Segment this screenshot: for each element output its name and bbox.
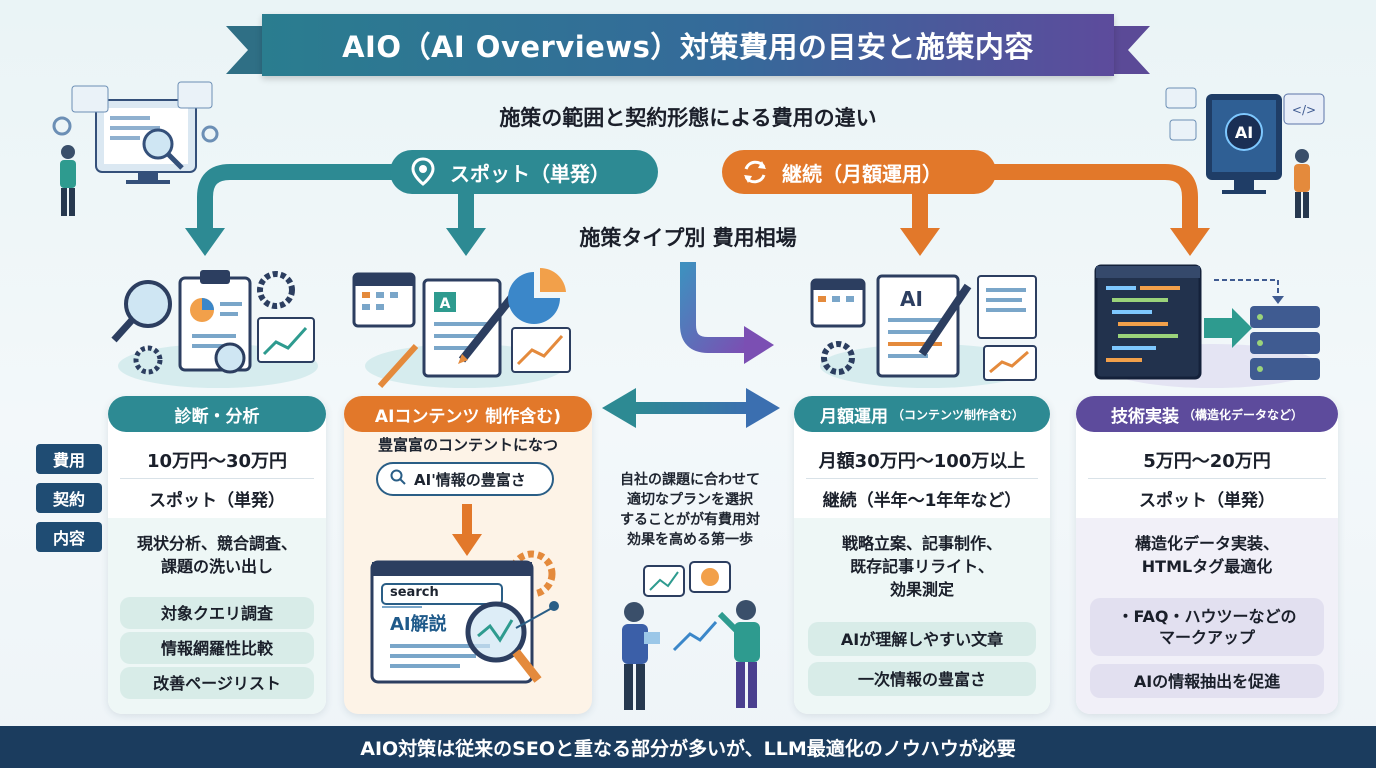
card-technical-content: 構造化データ実装、 HTMLタグ最適化 (1076, 532, 1338, 578)
card-diagnosis-content: 現状分析、競合調査、 課題の洗い出し (108, 532, 326, 578)
card-technical-content-line: HTMLタグ最適化 (1141, 557, 1273, 576)
card-technical-chip: AIの情報抽出を促進 (1090, 664, 1324, 698)
divider (120, 478, 314, 479)
diagnosis-icon (111, 270, 318, 388)
arrow-spot-down-head (446, 228, 486, 256)
content-creation-icon: A (352, 267, 571, 389)
arrow-center-bend (680, 262, 748, 353)
card-monthly-contract: 継続（半年〜1年年など） (822, 491, 1022, 511)
card-monthly-head: 月額運用（コンテンツ制作含む） (794, 396, 1050, 432)
continuous-pill: 継続（月額運用） (722, 150, 996, 194)
card-diagnosis-contract: スポット（単発） (149, 491, 285, 511)
card-technical-chip: ・FAQ・ハウツーなどの マークアップ (1090, 598, 1324, 656)
analyst-illustration (52, 81, 219, 216)
arrow-cont-down-head (900, 228, 940, 256)
refresh-icon (740, 157, 770, 187)
spot-pill: スポット（単発） (390, 150, 658, 194)
card-technical-contract: スポット（単発） (1139, 491, 1275, 511)
card-monthly-content-line: 既存記事リライト、 (850, 557, 994, 576)
card-diagnosis-head: 診断・分析 (108, 396, 326, 432)
card-diagnosis-chip: 対象クエリ調査 (120, 597, 314, 629)
double-arrow (602, 388, 780, 428)
card-monthly-head-main: 月額運用 (819, 406, 888, 427)
card-diagnosis-chip: 情報網羅性比較 (120, 632, 314, 664)
spot-pill-label: スポット（単発） (450, 161, 610, 186)
location-pin-icon (408, 157, 438, 187)
ai-info-search-text: AI'情報の豊富さ (414, 470, 526, 489)
continuous-pill-label: 継続（月額運用） (782, 161, 942, 186)
center-advice: 自社の課題に合わせて 適切なプランを選択 することがが有費用対 効果を高める第一… (592, 470, 788, 550)
card-monthly-cost: 月額30万円〜100万以上 (818, 451, 1026, 472)
row-label-cost: 費用 (36, 444, 102, 474)
technical-icon (1094, 264, 1320, 388)
row-label-content: 内容 (36, 522, 102, 552)
card-technical-chip-line: ・FAQ・ハウツーなどの (1117, 607, 1297, 626)
row-label-contract: 契約 (36, 483, 102, 513)
card-diagnosis-content-line: 課題の洗い出し (160, 557, 273, 576)
center-advice-line: 効果を高める第一歩 (627, 532, 753, 548)
card-monthly-chip: 一次情報の豊富さ (808, 662, 1036, 696)
card-technical-head: 技術実装（構造化データなど） (1076, 396, 1338, 432)
divider (806, 478, 1038, 479)
card-monthly-content: 戦略立案、記事制作、 既存記事リライト、 効果測定 (794, 532, 1050, 601)
ai-info-search: AI'情報の豊富さ (376, 462, 554, 496)
arrow-cont-right-head (1170, 228, 1210, 256)
divider (1088, 478, 1326, 479)
card-diagnosis-chip: 改善ページリスト (120, 667, 314, 699)
browser-illustration (370, 550, 559, 684)
svg-text:AI: AI (900, 287, 923, 311)
browser-page-label: AI解説 (390, 614, 447, 635)
card-technical-content-line: 構造化データ実装、 (1134, 534, 1279, 553)
card-technical-cost: 5万円〜20万円 (1143, 451, 1271, 472)
center-advice-line: 適切なプランを選択 (627, 492, 753, 508)
center-advice-line: 自社の課題に合わせて (620, 472, 760, 488)
card-monthly-content-line: 効果測定 (889, 580, 954, 599)
monthly-ops-icon: AI (810, 274, 1037, 388)
card-technical-head-main: 技術実装 (1110, 406, 1179, 427)
svg-text:</>: </> (1292, 103, 1316, 117)
flow-arrows (185, 164, 1210, 364)
card-monthly-head-sub: （コンテンツ制作含む） (891, 407, 1024, 422)
ai-illustration: AI </> (1165, 87, 1325, 218)
arrow-spot-left-head (185, 228, 225, 256)
svg-text:AI: AI (1235, 123, 1253, 142)
card-technical-chip-line: マークアップ (1158, 628, 1255, 647)
arrow-down-icon (452, 504, 482, 556)
middle-title: 施策タイプ別 費用相場 (579, 226, 797, 250)
card-diagnosis-cost: 10万円〜30万円 (146, 451, 288, 472)
card-technical-head-sub: （構造化データなど） (1182, 407, 1303, 422)
arrow-center-bend-head (744, 326, 774, 364)
card-monthly-content-line: 戦略立案、記事制作、 (841, 534, 1002, 553)
browser-search-text: search (390, 585, 439, 600)
card-monthly-chip: AIが理解しやすい文章 (808, 622, 1036, 656)
page-title: AIO（AI Overviews）対策費用の目安と施策内容 (262, 14, 1114, 76)
card-diagnosis-content-line: 現状分析、競合調査、 (136, 534, 297, 553)
subtitle: 施策の範囲と契約形態による費用の違い (499, 106, 877, 130)
footer-note: AIO対策は従来のSEOと重なる部分が多いが、LLM最適化のノウハウが必要 (0, 726, 1376, 768)
card-ai-content-text: 豊富富のコンテントになつ (377, 436, 558, 454)
center-advice-line: することがが有費用対 (620, 512, 760, 528)
svg-text:A: A (440, 296, 451, 312)
arrow-cont-right (994, 164, 1198, 232)
consulting-illustration (622, 561, 760, 710)
card-ai-content-head: AIコンテンツ 制作含む) (344, 396, 592, 432)
arrow-spot-left (197, 164, 392, 232)
search-icon (390, 469, 406, 489)
